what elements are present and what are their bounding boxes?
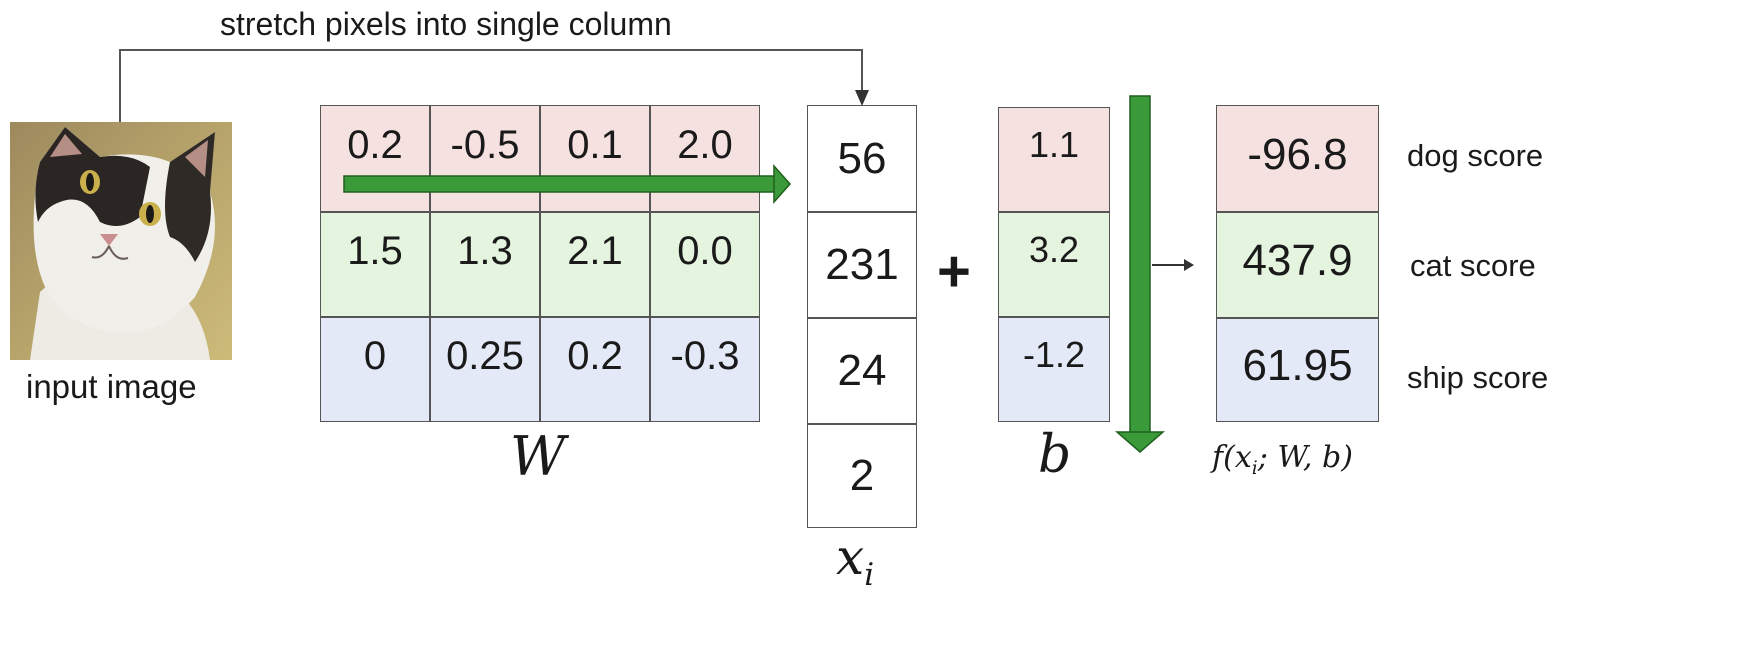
plus-sign: + [937,239,971,304]
bias-symbol: b [1038,425,1072,485]
input-image [10,122,232,360]
b-cell: 3.2 [998,212,1110,317]
w-cell: 0.2 [540,317,650,422]
input-vector-symbol: xi [836,528,875,593]
cat-score-label: cat score [1410,248,1536,283]
f-cell: 61.95 [1216,318,1379,422]
f-cell: 437.9 [1216,212,1379,318]
input-image-label: input image [26,368,197,405]
w-cell: 0.25 [430,317,540,422]
stretch-caption: stretch pixels into single column [220,6,672,42]
w-cell: -0.5 [430,105,540,212]
w-cell: 2.0 [650,105,760,212]
w-cell: 1.5 [320,212,430,317]
w-cell: -0.3 [650,317,760,422]
w-cell: 2.1 [540,212,650,317]
w-cell: 0 [320,317,430,422]
weight-matrix-symbol: W [510,425,566,488]
result-arrow [1152,259,1194,271]
w-cell: 1.3 [430,212,540,317]
x-cell: 2 [807,424,917,528]
x-cell: 24 [807,318,917,424]
dog-score-label: dog score [1407,138,1544,173]
w-cell: 0.1 [540,105,650,212]
ship-score-label: ship score [1407,360,1549,395]
b-cell: -1.2 [998,317,1110,422]
b-cell: 1.1 [998,107,1110,212]
f-cell: -96.8 [1216,105,1379,212]
x-cell: 56 [807,105,917,212]
output-symbol: f(xi; W, b) [1212,440,1353,479]
w-cell: 0.0 [650,212,760,317]
bias-add-arrow [1114,95,1166,453]
cat-image [10,122,232,360]
x-cell: 231 [807,212,917,318]
w-cell: 0.2 [320,105,430,212]
